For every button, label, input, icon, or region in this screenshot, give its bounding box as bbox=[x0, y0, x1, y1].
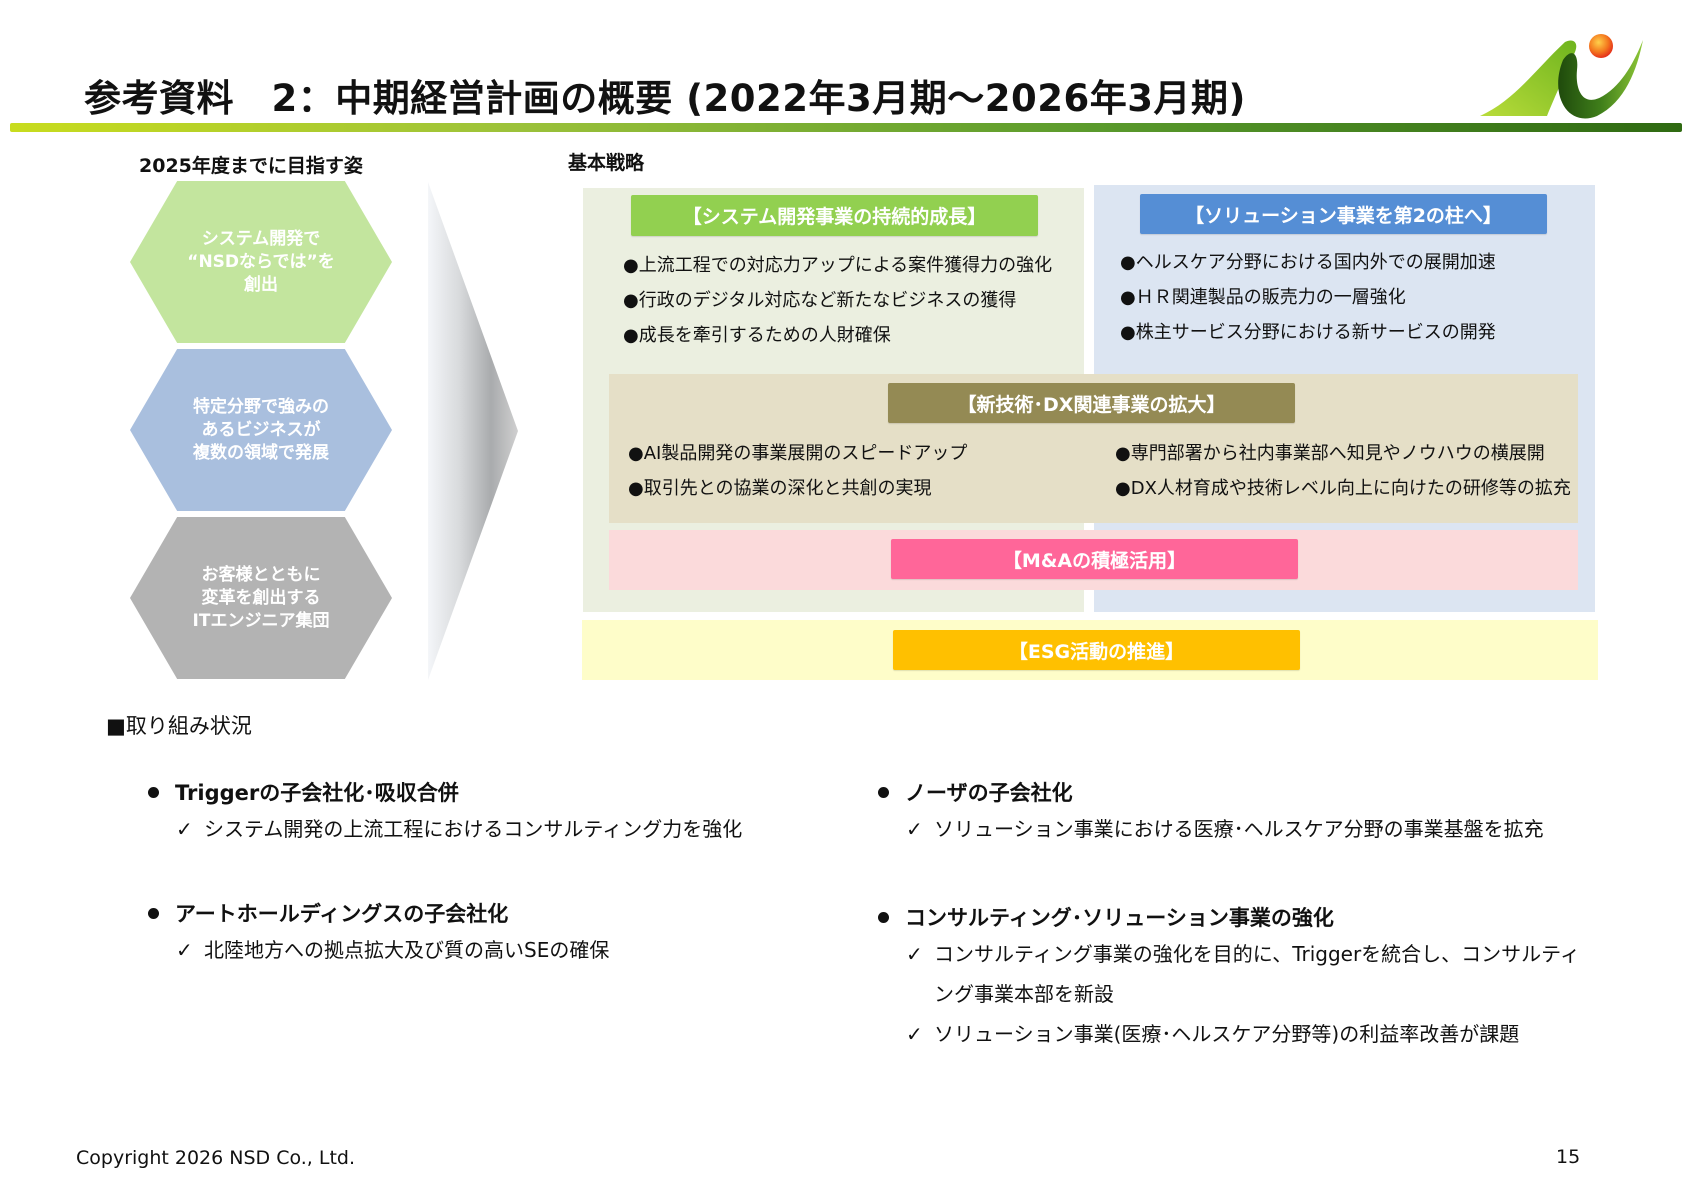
list-item: ●ＨＲ関連製品の販売力の一層強化 bbox=[1120, 287, 1406, 308]
bullet-icon bbox=[878, 786, 889, 798]
check-icon: ✓ bbox=[906, 1022, 923, 1046]
hexagon-line: 複数の領域で発展 bbox=[193, 442, 329, 463]
status-detail: コンサルティング事業の強化を目的に、Triggerを統合し、コンサルティ bbox=[934, 942, 1580, 966]
list-item: ●成長を牽引するための人財確保 bbox=[623, 325, 891, 346]
vision-hexagon-business-areas: 特定分野で強みの あるビジネスが 複数の領域で発展 bbox=[130, 349, 392, 511]
status-item-consulting-solution: コンサルティング･ソリューション事業の強化 ✓ コンサルティング事業の強化を目的に… bbox=[878, 902, 1580, 1054]
hexagon-line: システム開発で bbox=[201, 228, 321, 249]
dx-list-right: ●専門部署から社内事業部へ知見やノウハウの横展開 ●DX人材育成や技術レベル向上… bbox=[1115, 436, 1571, 506]
bullet-icon bbox=[878, 911, 889, 923]
status-heading: アートホールディングスの子会社化 bbox=[175, 902, 509, 926]
strategy-label: 基本戦略 bbox=[568, 152, 645, 174]
status-heading: コンサルティング･ソリューション事業の強化 bbox=[905, 906, 1334, 930]
hexagon-line: “NSDならでは”を bbox=[187, 251, 335, 272]
check-icon: ✓ bbox=[176, 938, 193, 962]
status-section-title: ■取り組み状況 bbox=[106, 714, 252, 738]
check-icon: ✓ bbox=[906, 942, 923, 966]
dx-list-left: ●AI製品開発の事業展開のスピードアップ ●取引先との協業の深化と共創の実現 bbox=[628, 436, 967, 506]
status-detail: 北陸地方への拠点拡大及び質の高いSEの確保 bbox=[204, 938, 610, 962]
bullet-icon bbox=[148, 786, 159, 798]
vision-label: 2025年度までに目指す姿 bbox=[139, 155, 363, 177]
check-icon: ✓ bbox=[906, 817, 923, 841]
vision-hexagon-it-engineers: お客様とともに 変革を創出する ITエンジニア集団 bbox=[130, 517, 392, 679]
hexagon-line: 変革を創出する bbox=[201, 587, 321, 608]
list-item: ●DX人材育成や技術レベル向上に向けたの研修等の拡充 bbox=[1115, 478, 1571, 499]
check-icon: ✓ bbox=[176, 817, 193, 841]
status-detail: システム開発の上流工程におけるコンサルティング力を強化 bbox=[204, 817, 743, 841]
hexagon-line: ITエンジニア集団 bbox=[192, 610, 330, 631]
bullet-icon bbox=[148, 907, 159, 919]
page-number: 15 bbox=[1556, 1146, 1581, 1168]
chevron-right-arrow-icon bbox=[428, 182, 518, 680]
copyright: Copyright 2026 NSD Co., Ltd. bbox=[76, 1147, 356, 1169]
hexagon-line: あるビジネスが bbox=[201, 419, 321, 440]
dx-heading: 【新技術･DX関連事業の拡大】 bbox=[888, 383, 1295, 423]
list-item: ●行政のデジタル対応など新たなビジネスの獲得 bbox=[623, 290, 1017, 311]
list-item: ●ヘルスケア分野における国内外での展開加速 bbox=[1120, 252, 1496, 273]
list-item: ●専門部署から社内事業部へ知見やノウハウの横展開 bbox=[1115, 443, 1545, 464]
esg-heading: 【ESG活動の推進】 bbox=[893, 630, 1300, 670]
status-detail: ソリューション事業における医療･ヘルスケア分野の事業基盤を拡充 bbox=[934, 817, 1544, 841]
header-divider bbox=[10, 123, 1682, 132]
page-title: 参考資料 2：中期経営計画の概要 (2022年3月期～2026年3月期) bbox=[84, 77, 1246, 120]
solution-heading: 【ソリューション事業を第2の柱へ】 bbox=[1140, 194, 1547, 234]
status-heading: ノーザの子会社化 bbox=[905, 781, 1073, 805]
list-item: ●上流工程での対応力アップによる案件獲得力の強化 bbox=[623, 255, 1053, 276]
status-item-art-holdings: アートホールディングスの子会社化 ✓ 北陸地方への拠点拡大及び質の高いSEの確保 bbox=[148, 898, 609, 970]
hexagon-line: お客様とともに bbox=[201, 564, 321, 585]
solution-list: ●ヘルスケア分野における国内外での展開加速 ●ＨＲ関連製品の販売力の一層強化 ●… bbox=[1120, 245, 1496, 350]
vision-hexagon-system-dev: システム開発で “NSDならでは”を 創出 bbox=[130, 181, 392, 343]
status-detail: ング事業本部を新設 bbox=[934, 982, 1114, 1006]
status-heading: Triggerの子会社化･吸収合併 bbox=[175, 781, 459, 805]
hexagon-line: 創出 bbox=[243, 274, 278, 295]
system-dev-list: ●上流工程での対応力アップによる案件獲得力の強化 ●行政のデジタル対応など新たな… bbox=[623, 248, 1052, 353]
list-item: ●AI製品開発の事業展開のスピードアップ bbox=[628, 443, 968, 464]
hexagon-line: 特定分野で強みの bbox=[193, 396, 329, 417]
nsd-logo-icon bbox=[1480, 34, 1643, 119]
list-item: ●株主サービス分野における新サービスの開発 bbox=[1120, 322, 1496, 343]
list-item: ●取引先との協業の深化と共創の実現 bbox=[628, 478, 932, 499]
status-item-noza: ノーザの子会社化 ✓ ソリューション事業における医療･ヘルスケア分野の事業基盤を拡… bbox=[878, 777, 1544, 849]
status-detail: ソリューション事業(医療･ヘルスケア分野等)の利益率改善が課題 bbox=[934, 1022, 1520, 1046]
ma-heading: 【M&Aの積極活用】 bbox=[891, 539, 1298, 579]
status-item-trigger: Triggerの子会社化･吸収合併 ✓ システム開発の上流工程におけるコンサルティ… bbox=[148, 777, 742, 849]
system-dev-heading: 【システム開発事業の持続的成長】 bbox=[631, 195, 1038, 236]
